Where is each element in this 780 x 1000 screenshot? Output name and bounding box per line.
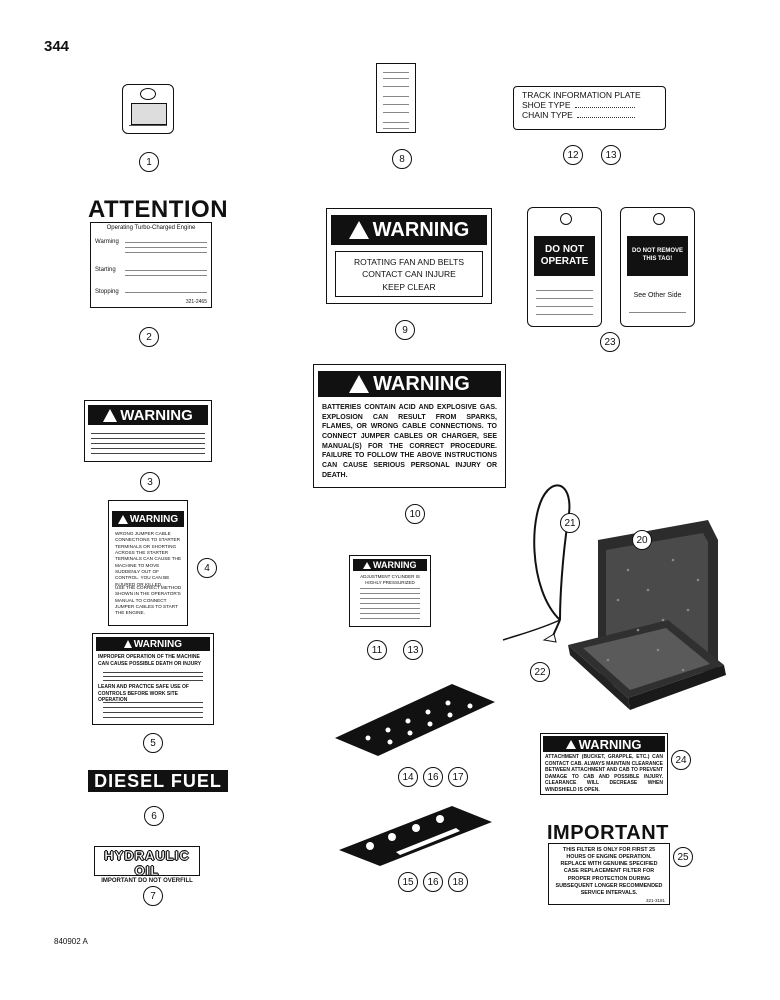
callout-21: 21 <box>560 513 580 533</box>
attention-subtitle: Operating Turbo-Charged Engine <box>106 225 196 231</box>
warning-operation-decal: WARNING IMPROPER OPERATION OF THE MACHIN… <box>92 633 214 725</box>
attention-heading: ATTENTION <box>88 196 229 223</box>
warning-fan-line3: KEEP CLEAR <box>382 281 436 292</box>
important-heading: IMPORTANT <box>547 822 669 844</box>
callout-10: 10 <box>405 504 425 524</box>
tag-b-see-other-side: See Other Side <box>633 292 682 299</box>
warning-fan-line1: ROTATING FAN AND BELTS <box>353 257 465 267</box>
item-8-decal <box>376 63 416 133</box>
warning-attachment-text: ATTACHMENT (BUCKET, GRAPPLE, ETC.) CAN C… <box>545 754 663 793</box>
callout-15: 15 <box>398 872 418 892</box>
callout-4: 4 <box>197 558 217 578</box>
attention-decal: Operating Turbo-Charged Engine Warming S… <box>90 222 212 308</box>
important-code: 321-3181 <box>645 898 665 903</box>
tag-a-title: DO NOT OPERATE <box>534 236 595 276</box>
warning-jumper-text2: USE THE CORRECT METHOD SHOWN IN THE OPER… <box>115 585 182 616</box>
callout-22: 22 <box>530 662 550 682</box>
warning-battery-decal: WARNING BATTERIES CONTAIN ACID AND EXPLO… <box>313 364 506 488</box>
figure-code: 840902 A <box>54 937 88 946</box>
track-info-plate: TRACK INFORMATION PLATE SHOE TYPE CHAIN … <box>513 86 666 130</box>
attention-starting: Starting <box>95 267 116 273</box>
warning-jumper-title: WARNING <box>129 513 179 525</box>
attention-code: 321-2465 <box>185 299 207 305</box>
diesel-fuel-decal: DIESEL FUEL <box>88 770 228 792</box>
plate-drawing-upper <box>335 684 495 756</box>
warning-fan-decal: WARNING ROTATING FAN AND BELTS CONTACT C… <box>326 208 492 304</box>
callout-13: 13 <box>601 145 621 165</box>
tag-do-not-operate: DO NOT OPERATE <box>527 207 602 327</box>
callout-25: 25 <box>673 847 693 867</box>
attention-stopping: Stopping <box>95 289 119 295</box>
warning-cylinder-text: ADJUSTMENT CYLINDER IS HIGHLY PRESSURIZE… <box>360 574 420 585</box>
track-plate-title: TRACK INFORMATION PLATE <box>522 90 641 100</box>
callout-8: 8 <box>392 149 412 169</box>
warning-battery-text: BATTERIES CONTAIN ACID AND EXPLOSIVE GAS… <box>322 404 497 479</box>
callout-12: 12 <box>563 145 583 165</box>
callout-16b: 16 <box>423 872 443 892</box>
callout-16: 16 <box>423 767 443 787</box>
warning-fan-title: WARNING <box>372 218 470 241</box>
manual-holder-drawing <box>502 484 726 710</box>
callout-17: 17 <box>448 767 468 787</box>
callout-2: 2 <box>139 327 159 347</box>
callout-11: 11 <box>367 640 387 660</box>
warning-item3-title: WARNING <box>120 406 193 424</box>
warning-cylinder-decal: WARNING ADJUSTMENT CYLINDER IS HIGHLY PR… <box>349 555 431 627</box>
warning-attachment-title: WARNING <box>578 736 642 752</box>
hydraulic-oil-subtitle: IMPORTANT DO NOT OVERFILL <box>101 878 193 884</box>
warning-operation-line1: IMPROPER OPERATION OF THE MACHINE CAN CA… <box>98 654 202 667</box>
callout-24: 24 <box>671 750 691 770</box>
warning-operation-line2: LEARN AND PRACTICE SAFE USE OF CONTROLS … <box>98 684 189 703</box>
warning-fan-line2: CONTACT CAN INJURE <box>362 269 456 280</box>
warning-operation-title: WARNING <box>133 638 183 650</box>
callout-6: 6 <box>144 806 164 826</box>
callout-7: 7 <box>143 886 163 906</box>
warning-item3-decal: WARNING <box>84 400 212 462</box>
warning-attachment-decal: WARNING ATTACHMENT (BUCKET, GRAPPLE, ETC… <box>540 733 668 795</box>
callout-14: 14 <box>398 767 418 787</box>
callout-23: 23 <box>600 332 620 352</box>
track-plate-shoe: SHOE TYPE <box>522 99 571 110</box>
plate-drawing-lower <box>339 806 492 866</box>
tag-do-not-remove: DO NOT REMOVE THIS TAG! See Other Side <box>620 207 695 327</box>
warning-battery-title: WARNING <box>373 372 470 395</box>
warning-jumper-text: WRONG JUMPER CABLE CONNECTIONS TO STARTE… <box>115 531 182 587</box>
callout-20: 20 <box>632 530 652 550</box>
callout-5: 5 <box>143 733 163 753</box>
callout-9: 9 <box>395 320 415 340</box>
hydraulic-oil-decal: HYDRAULIC OIL IMPORTANT DO NOT OVERFILL <box>94 846 200 884</box>
item-1-decal <box>122 84 174 134</box>
callout-1: 1 <box>139 152 159 172</box>
important-decal: THIS FILTER IS ONLY FOR FIRST 25 HOURS O… <box>548 843 670 905</box>
callout-18: 18 <box>448 872 468 892</box>
track-plate-chain: CHAIN TYPE <box>522 109 573 120</box>
warning-cylinder-title: WARNING <box>373 560 417 570</box>
callout-13b: 13 <box>403 640 423 660</box>
warning-jumper-decal: WARNING WRONG JUMPER CABLE CONNECTIONS T… <box>108 500 188 626</box>
important-text: THIS FILTER IS ONLY FOR FIRST 25 HOURS O… <box>555 847 663 896</box>
page-number: 344 <box>44 38 70 55</box>
hydraulic-oil-title: HYDRAULIC OIL <box>104 848 190 878</box>
tag-b-title: DO NOT REMOVE THIS TAG! <box>627 236 688 276</box>
attention-warming: Warming <box>95 239 119 245</box>
callout-3: 3 <box>140 472 160 492</box>
